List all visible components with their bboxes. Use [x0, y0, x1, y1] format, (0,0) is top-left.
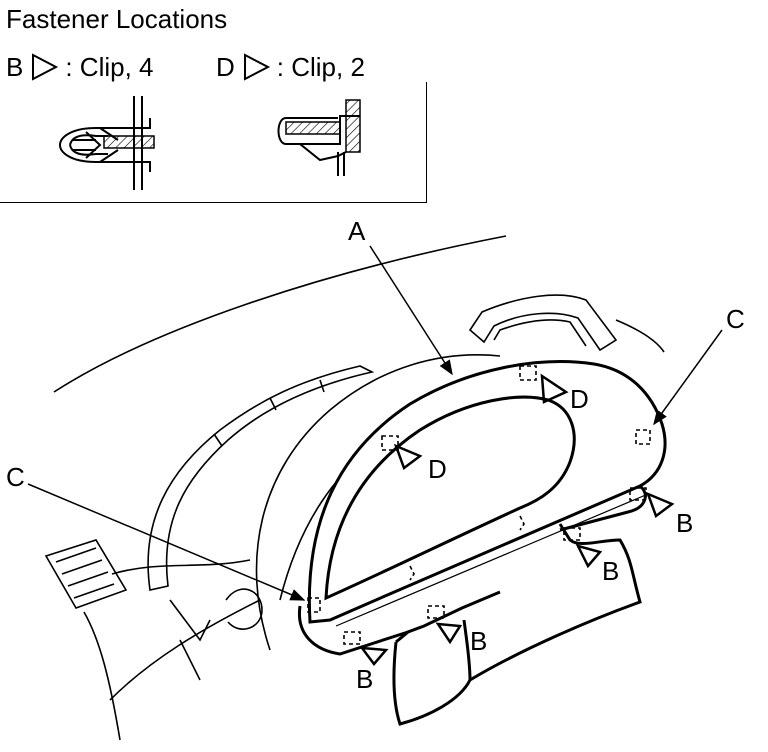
callout-b-left: B — [356, 664, 374, 694]
clip-d-detail-icon — [277, 99, 361, 176]
callout-a: A — [348, 216, 366, 246]
legend-clip-d: D : Clip, 2 — [216, 52, 365, 82]
legend-d-description: : Clip, 2 — [276, 52, 365, 82]
triangle-marker-icon — [575, 544, 603, 569]
dashboard-outline — [44, 235, 665, 741]
clip-b-detail-icon — [58, 96, 155, 190]
triangle-marker-icon — [359, 646, 389, 666]
callout-d-upper: D — [570, 384, 589, 414]
callout-b-right-lower: B — [602, 556, 620, 586]
triangle-marker-icon — [32, 53, 59, 81]
legend-b-letter: B — [6, 52, 24, 82]
callout-c-left: C — [6, 462, 25, 492]
legend-clip-b: B : Clip, 4 — [6, 52, 154, 82]
clip-triangle-markers — [359, 373, 675, 666]
triangle-marker-icon — [243, 53, 270, 81]
triangle-marker-icon — [540, 373, 569, 404]
fastener-markers — [307, 365, 651, 645]
triangle-marker-icon — [645, 491, 675, 519]
triangle-marker-icon — [393, 443, 423, 471]
callout-c-right: C — [726, 304, 745, 334]
callout-b-right-upper: B — [676, 508, 694, 538]
legend-d-letter: D — [216, 52, 235, 82]
callout-b-center: B — [470, 626, 488, 656]
legend-b-description: : Clip, 4 — [65, 52, 154, 82]
triangle-marker-icon — [435, 622, 463, 645]
fastener-inset-frame — [0, 82, 427, 203]
leader-lines — [27, 245, 723, 601]
diagram-title: Fastener Locations — [6, 4, 228, 34]
meter-bezel — [297, 360, 667, 726]
callout-d-left: D — [428, 454, 447, 484]
